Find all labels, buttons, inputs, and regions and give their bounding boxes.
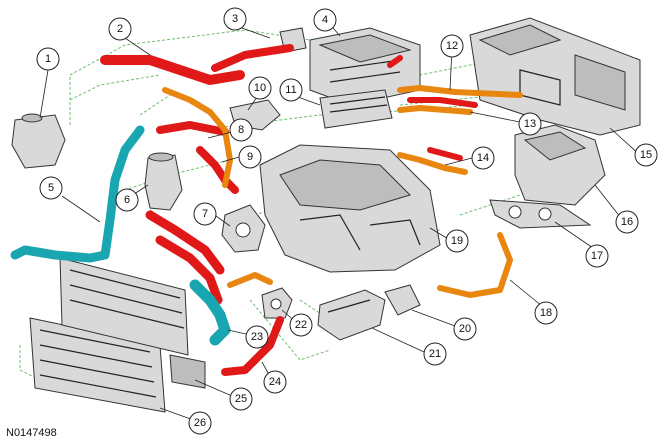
callout-4: 4 xyxy=(313,8,337,32)
callout-12: 12 xyxy=(440,34,464,58)
svg-text:18: 18 xyxy=(540,307,552,319)
callout-5: 5 xyxy=(39,176,63,200)
svg-text:4: 4 xyxy=(322,14,328,26)
svg-text:26: 26 xyxy=(194,417,206,429)
svg-text:6: 6 xyxy=(124,194,130,206)
callout-25: 25 xyxy=(229,387,253,411)
callout-8: 8 xyxy=(229,118,253,142)
svg-text:12: 12 xyxy=(446,40,458,52)
head-gasket xyxy=(489,199,592,229)
svg-text:20: 20 xyxy=(459,323,471,335)
callout-22: 22 xyxy=(289,313,313,337)
callout-15: 15 xyxy=(634,143,658,167)
coolant-reservoir xyxy=(144,152,183,211)
callout-3: 3 xyxy=(223,7,247,31)
svg-text:23: 23 xyxy=(251,331,263,343)
hot-coolant-hoses xyxy=(100,44,478,376)
warm-coolant-hoses xyxy=(162,85,523,298)
callout-7: 7 xyxy=(193,202,217,226)
coolant-valve xyxy=(261,287,293,319)
callout-20: 20 xyxy=(453,317,477,341)
svg-text:22: 22 xyxy=(295,319,307,331)
auxiliary-pump xyxy=(384,284,421,316)
svg-text:17: 17 xyxy=(591,250,603,262)
cold-coolant-hoses xyxy=(10,125,231,346)
svg-text:24: 24 xyxy=(269,376,281,388)
callout-2: 2 xyxy=(108,17,132,41)
svg-text:21: 21 xyxy=(429,348,441,360)
svg-text:16: 16 xyxy=(621,216,633,228)
egr-cooler xyxy=(317,289,386,341)
svg-text:1: 1 xyxy=(45,53,51,65)
engine-block xyxy=(259,144,441,273)
callout-16: 16 xyxy=(615,210,639,234)
hvac-heater-core-assembly xyxy=(469,17,641,136)
callout-26: 26 xyxy=(188,411,212,435)
condenser xyxy=(59,257,206,389)
svg-text:10: 10 xyxy=(254,82,266,94)
callout-9: 9 xyxy=(238,145,262,169)
callout-10: 10 xyxy=(248,76,272,100)
svg-text:19: 19 xyxy=(451,235,463,247)
svg-text:3: 3 xyxy=(232,13,238,25)
svg-text:15: 15 xyxy=(640,149,652,161)
svg-text:13: 13 xyxy=(524,118,536,130)
svg-text:8: 8 xyxy=(238,124,244,136)
figure-reference-code: N0147498 xyxy=(6,427,57,439)
water-pump xyxy=(221,204,266,253)
svg-text:11: 11 xyxy=(285,84,296,96)
callout-24: 24 xyxy=(263,370,287,394)
callout-23: 23 xyxy=(245,325,269,349)
callout-6: 6 xyxy=(115,188,139,212)
callout-18: 18 xyxy=(534,301,558,325)
svg-text:7: 7 xyxy=(202,208,208,220)
svg-text:9: 9 xyxy=(247,151,253,163)
svg-text:14: 14 xyxy=(477,152,489,164)
cylinder-block-right xyxy=(514,124,606,206)
svg-text:25: 25 xyxy=(235,393,247,405)
expansion-tank xyxy=(11,113,66,169)
svg-text:2: 2 xyxy=(117,23,123,35)
callout-19: 19 xyxy=(445,229,469,253)
callout-13: 13 xyxy=(518,112,542,136)
callout-14: 14 xyxy=(471,146,495,170)
callout-11: 11 xyxy=(279,78,303,102)
heat-exchanger xyxy=(319,89,393,129)
intake-manifold-cooler xyxy=(309,27,421,106)
callout-1: 1 xyxy=(36,47,60,71)
svg-text:5: 5 xyxy=(48,182,54,194)
callout-17: 17 xyxy=(585,244,609,268)
callout-21: 21 xyxy=(423,342,447,366)
